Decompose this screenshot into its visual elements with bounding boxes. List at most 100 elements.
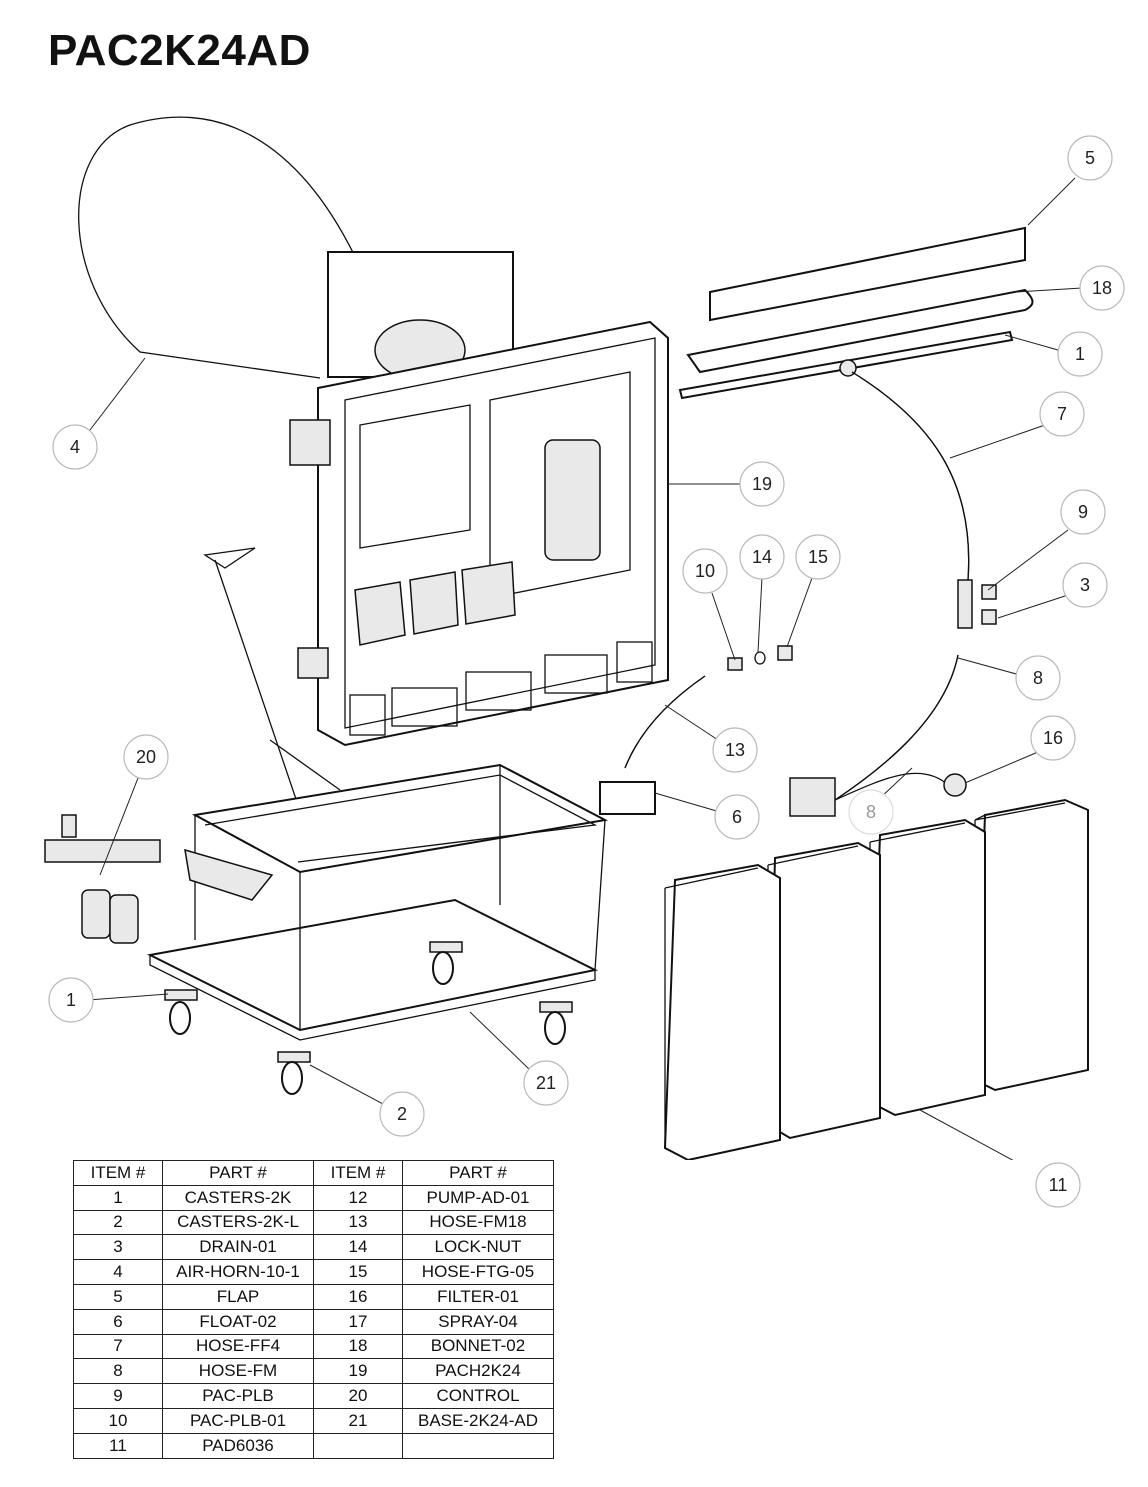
part-number-cell: CONTROL	[402, 1383, 554, 1409]
item-number-cell: 1	[73, 1184, 163, 1211]
svg-text:18: 18	[1092, 278, 1112, 298]
part-number-cell: PAD6036	[162, 1432, 314, 1459]
part-number-cell: BONNET-02	[402, 1333, 554, 1360]
svg-text:3: 3	[1080, 575, 1090, 595]
callout-5: 5	[1067, 135, 1113, 181]
part-number-cell: CASTERS-2K	[162, 1184, 314, 1211]
part-number-cell: FILTER-01	[402, 1283, 554, 1310]
part-number-cell: LOCK-NUT	[402, 1234, 554, 1261]
item-number-cell: 2	[73, 1209, 163, 1236]
table-header-row: ITEM # PART # ITEM # PART #	[73, 1160, 554, 1186]
svg-text:1: 1	[1075, 344, 1085, 364]
part-number-cell: SPRAY-04	[402, 1308, 554, 1335]
item-number-cell: 4	[73, 1259, 163, 1285]
item-number-cell: 5	[73, 1283, 163, 1310]
svg-text:11: 11	[1049, 1175, 1068, 1195]
callout-1-caster: 1	[48, 977, 94, 1023]
svg-text:21: 21	[536, 1073, 556, 1093]
part-number-cell: AIR-HORN-10-1	[162, 1259, 314, 1285]
svg-text:10: 10	[695, 561, 715, 581]
base-frame-drawing	[146, 547, 609, 1095]
svg-text:5: 5	[1085, 148, 1095, 168]
callout-8-lower: 8	[848, 789, 894, 835]
part-number-cell: PUMP-AD-01	[402, 1184, 554, 1211]
svg-text:4: 4	[70, 437, 80, 457]
item-number-cell: 8	[73, 1358, 163, 1385]
caster-back-right	[539, 1001, 573, 1045]
callout-15: 15	[795, 534, 841, 580]
svg-text:16: 16	[1043, 728, 1063, 748]
part-number-cell	[402, 1432, 554, 1459]
item-number-cell: 16	[313, 1283, 403, 1310]
part-number-cell: DRAIN-01	[162, 1234, 314, 1261]
pads-drawing	[663, 798, 1089, 1160]
leader-lines	[87, 177, 1083, 1160]
part-number-cell: PACH2K24	[402, 1358, 554, 1385]
callout-11: 11	[1035, 1162, 1081, 1208]
item-number-cell: 6	[73, 1308, 163, 1335]
part-number-cell: HOSE-FTG-05	[402, 1259, 554, 1285]
caster-front-right	[277, 1051, 311, 1095]
part-number-cell: PAC-PLB	[162, 1383, 314, 1409]
flap-bonnet-drawing	[678, 226, 1034, 400]
item-number-cell: 17	[313, 1308, 403, 1335]
item-number-cell: 20	[313, 1383, 403, 1409]
callout-10: 10	[682, 548, 728, 594]
part-number-cell: PAC-PLB-01	[162, 1407, 314, 1434]
header-part-2: PART #	[402, 1160, 554, 1186]
part-number-cell: HOSE-FM18	[402, 1209, 554, 1236]
item-number-cell: 12	[313, 1184, 403, 1211]
part-number-cell: FLAP	[162, 1283, 314, 1310]
part-number-cell: HOSE-FF4	[162, 1333, 314, 1360]
svg-text:13: 13	[725, 740, 745, 760]
callout-8-upper: 8	[1015, 655, 1061, 701]
callout-21: 21	[523, 1060, 569, 1106]
part-number-cell: FLOAT-02	[162, 1308, 314, 1335]
svg-text:8: 8	[866, 802, 876, 822]
svg-text:14: 14	[752, 547, 772, 567]
svg-text:8: 8	[1033, 668, 1043, 688]
callout-6: 6	[714, 794, 760, 840]
air-horn-drawing	[78, 116, 514, 381]
caster-front-left	[164, 989, 198, 1035]
callout-2: 2	[379, 1091, 425, 1137]
item-number-cell: 14	[313, 1234, 403, 1261]
callout-16: 16	[1030, 715, 1076, 761]
float-pump-drawing	[599, 777, 836, 817]
callout-18: 18	[1079, 265, 1125, 311]
hoses-drawing	[624, 371, 997, 801]
item-number-cell: 18	[313, 1333, 403, 1360]
item-number-cell: 9	[73, 1383, 163, 1409]
svg-text:20: 20	[136, 747, 156, 767]
svg-text:7: 7	[1057, 404, 1067, 424]
part-number-cell: CASTERS-2K-L	[162, 1209, 314, 1236]
control-drawing	[44, 814, 161, 944]
callout-14: 14	[739, 534, 785, 580]
callout-20: 20	[123, 734, 169, 780]
header-item-2: ITEM #	[313, 1160, 403, 1186]
callout-7: 7	[1039, 391, 1085, 437]
svg-text:2: 2	[397, 1104, 407, 1124]
item-number-cell: 21	[313, 1407, 403, 1434]
caster-back-left	[429, 941, 463, 985]
callout-9: 9	[1060, 489, 1106, 535]
callout-4: 4	[52, 424, 98, 470]
callout-1-spray: 1	[1057, 331, 1103, 377]
header-item-1: ITEM #	[73, 1160, 163, 1186]
item-number-cell: 10	[73, 1407, 163, 1434]
svg-text:15: 15	[808, 547, 828, 567]
page-title: PAC2K24AD	[48, 26, 311, 75]
header-part-1: PART #	[162, 1160, 314, 1186]
item-number-cell: 7	[73, 1333, 163, 1360]
item-number-cell: 3	[73, 1234, 163, 1261]
svg-text:6: 6	[732, 807, 742, 827]
item-number-cell: 19	[313, 1358, 403, 1385]
